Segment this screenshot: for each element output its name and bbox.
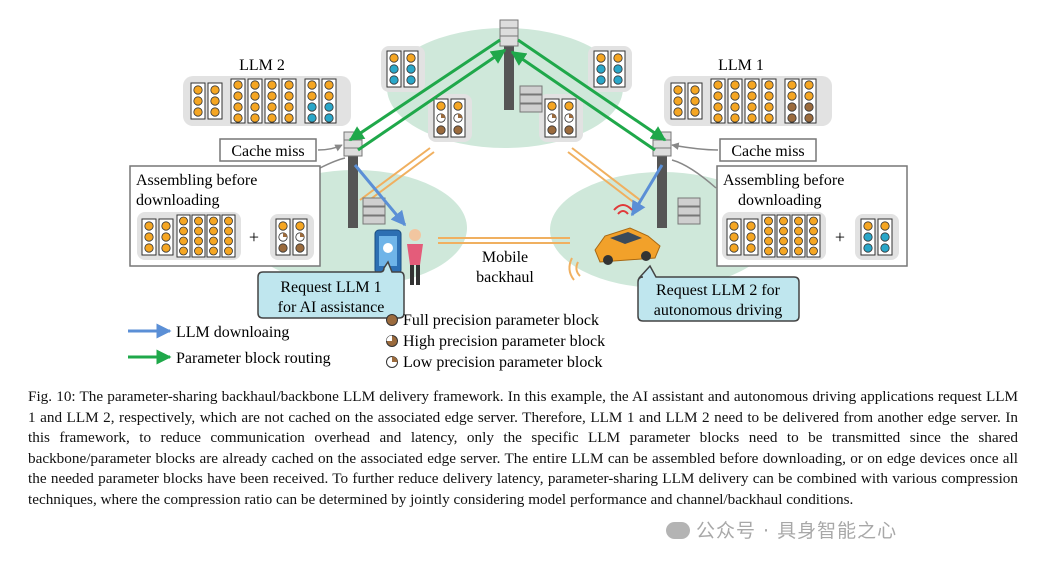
top-right-block-group [588, 46, 632, 92]
legend-low-precision: Low precision parameter block [403, 354, 602, 371]
request-llm1-line1: Request LLM 1 [280, 279, 381, 296]
autonomous-car-icon [568, 204, 661, 281]
left-cache-miss-box [219, 138, 317, 162]
left-plus-sign: + [249, 227, 259, 247]
right-cache-miss-box [719, 138, 817, 162]
left-assembling-line1: Assembling before [136, 172, 257, 189]
legend: LLM downloaing Parameter block routing F… [128, 312, 605, 371]
request-llm1-callout [257, 260, 405, 319]
right-cache-miss-pointer [671, 142, 719, 151]
delivery-framework-diagram: LLM 2 [128, 19, 908, 371]
smartphone-user-icon [374, 229, 423, 285]
backhaul-links [359, 147, 641, 244]
llm2-block-group [183, 76, 351, 126]
figure-caption: Fig. 10: The parameter-sharing backhaul/… [28, 388, 1018, 508]
right-download-arrow [630, 164, 664, 217]
llm1-title: LLM 1 [718, 57, 764, 74]
left-assembling-line2: downloading [136, 192, 220, 209]
top-server-icon [519, 85, 543, 113]
watermark-text: 公众号 · 具身智能之心 [696, 520, 898, 542]
right-extra-blocks [855, 214, 899, 260]
full-precision-icon [386, 314, 398, 326]
watermark: 公众号 · 具身智能之心 [666, 516, 897, 543]
left-extra-blocks [270, 214, 314, 260]
mobile-backhaul-line1: Mobile [482, 249, 528, 266]
right-server-icon [677, 197, 701, 225]
top-center-right-block-group [539, 94, 583, 142]
right-plus-sign: + [835, 227, 845, 247]
legend-download-label: LLM downloaing [176, 324, 289, 341]
request-llm2-callout [637, 264, 800, 322]
parameter-routing-arrows [348, 38, 667, 152]
top-center-left-block-group [428, 94, 472, 142]
right-assembling-line2: downloading [738, 192, 822, 209]
request-llm2-line2: autonomous driving [654, 302, 782, 319]
mobile-backhaul-line2: backhaul [476, 269, 534, 286]
legend-full-precision: Full precision parameter block [403, 312, 599, 329]
high-precision-icon [386, 335, 398, 347]
left-download-arrow [353, 164, 407, 227]
right-assembling-line1: Assembling before [723, 172, 844, 189]
left-cache-miss-pointer [317, 144, 343, 152]
right-assembled-blocks [722, 212, 826, 260]
legend-high-precision: High precision parameter block [403, 333, 605, 350]
request-llm1-line2: for AI assistance [278, 299, 385, 316]
right-cache-miss-label: Cache miss [731, 143, 804, 160]
top-left-block-group [381, 46, 425, 92]
llm2-title: LLM 2 [239, 57, 285, 74]
left-assembled-blocks [137, 212, 241, 260]
right-assembling-pointer [671, 159, 717, 189]
llm1-block-group [664, 76, 832, 126]
left-server-icon [362, 197, 386, 225]
request-llm2-line1: Request LLM 2 for [656, 282, 781, 299]
left-cache-miss-label: Cache miss [231, 143, 304, 160]
top-base-station-tower [499, 19, 519, 110]
left-assembling-pointer [319, 157, 346, 169]
legend-routing-label: Parameter block routing [176, 350, 331, 367]
low-precision-icon [386, 356, 398, 368]
wechat-icon [666, 522, 690, 539]
